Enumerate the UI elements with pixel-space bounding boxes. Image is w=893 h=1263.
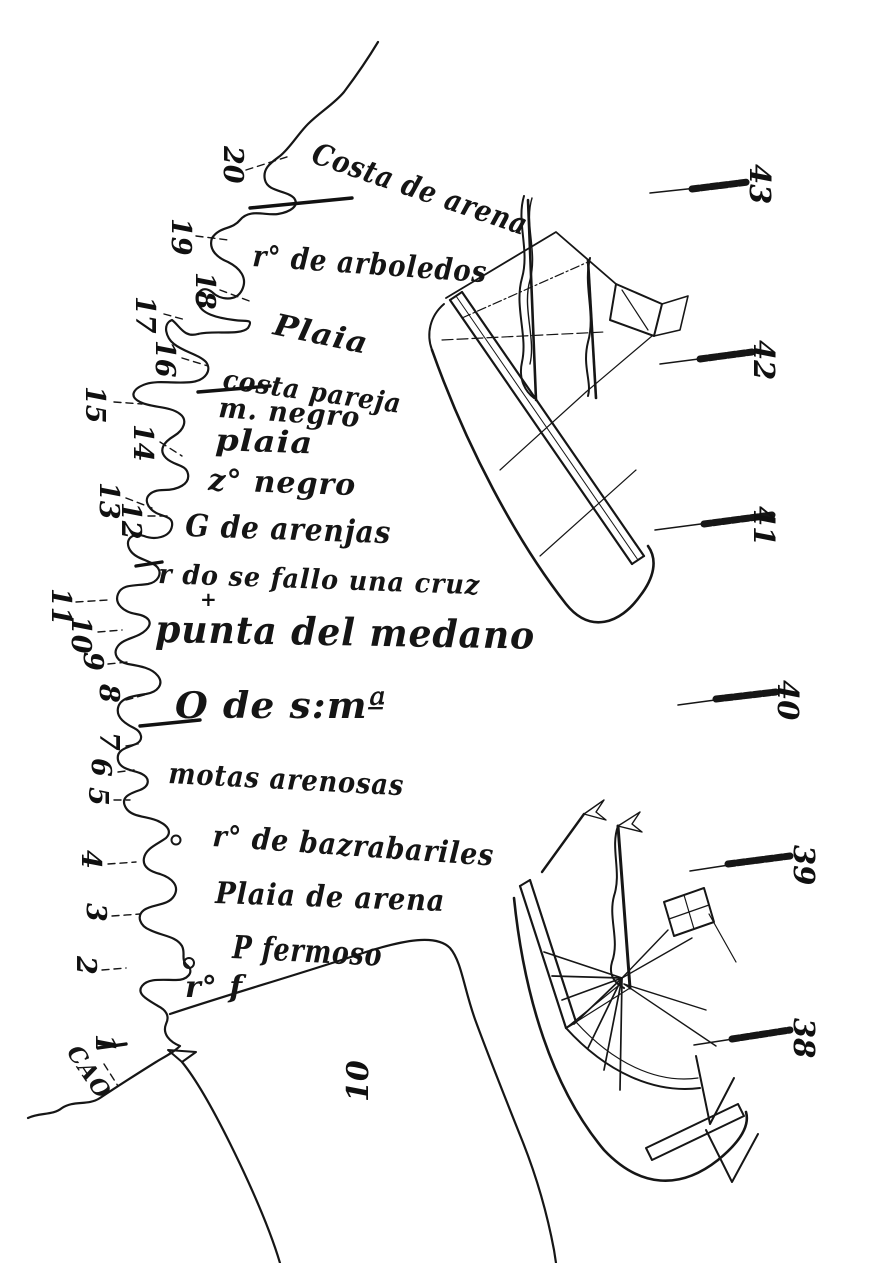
ship-drawing-south (512, 799, 759, 1183)
ship-drawing-north (428, 195, 689, 624)
station-number-7: 7 (93, 732, 124, 751)
station-number-6: 6 (85, 758, 116, 777)
station-number-9: 9 (77, 652, 108, 671)
latitude-tick-42: 42 (659, 340, 781, 380)
latitude-tick-38: 38 (693, 1018, 821, 1058)
station-number-10: 10 (65, 616, 96, 654)
station-numbers: 20 19 18 17 16 15 14 13 12 11 10 9 8 7 6… (45, 145, 248, 1053)
station-number-14: 14 (127, 424, 158, 462)
station-number-1: 1 (89, 1034, 120, 1053)
label-g-de-arenjas: G de arenjas (185, 508, 392, 551)
latitude-value-38: 38 (787, 1018, 821, 1058)
latitude-tick-39: 39 (689, 845, 821, 885)
cape-contour (168, 938, 558, 1263)
station-number-4: 4 (75, 850, 106, 869)
latitude-tick-41: 41 (654, 506, 781, 546)
station-number-5: 5 (82, 787, 113, 806)
station-number-15: 15 (79, 386, 110, 424)
latitude-tick-40: 40 (677, 680, 805, 720)
latitude-value-42: 42 (747, 340, 781, 380)
punta-cross-mark: + (200, 587, 217, 611)
label-plaia-mid: plaia (215, 423, 314, 461)
river-nub-bazrabariles (170, 834, 182, 846)
label-o-de-santa-maria: O de s:mª (175, 685, 387, 727)
station-number-3: 3 (80, 903, 111, 922)
station-number-8: 8 (93, 683, 124, 703)
label-p-fermoso: P fermoso (231, 928, 384, 974)
place-labels: Costa de arena r° de arboledos Plaia cos… (61, 136, 536, 1104)
station-number-18: 18 (189, 272, 220, 310)
label-plaia-de-arena: Plaia de arena (214, 876, 446, 919)
label-rio-de-bazrabariles: r° de bazrabariles (211, 819, 495, 874)
latitude-value-43: 43 (743, 164, 777, 204)
label-motas-arenosas: motas arenosas (168, 756, 405, 802)
station-number-19: 19 (165, 218, 196, 256)
label-rio-f: r° f (185, 970, 247, 1005)
station-number-17: 17 (129, 296, 160, 334)
label-zo-negro: z° negro (207, 463, 357, 503)
latitude-value-41: 41 (747, 506, 781, 546)
landmass-contour (180, 1060, 282, 1263)
station-number-13: 13 (93, 482, 124, 520)
label-costa-de-arena: Costa de arena (307, 136, 532, 243)
latitude-tick-43: 43 (649, 164, 777, 204)
station-number-12: 12 (115, 502, 146, 540)
label-plaia-north: Plaia (269, 307, 371, 361)
river-delta (167, 1049, 197, 1063)
bold-leader-lines (96, 196, 354, 1050)
label-punta-del-medano: punta del medano (155, 606, 536, 658)
inland-number-10: 10 (341, 1060, 376, 1102)
station-number-11: 11 (45, 588, 76, 626)
station-number-20: 20 (217, 145, 248, 184)
latitude-scale: 43 42 41 40 39 38 (649, 164, 821, 1058)
station-number-2: 2 (70, 955, 101, 975)
latitude-value-39: 39 (787, 845, 821, 885)
label-rio-de-arboledos: r° de arboledos (251, 239, 488, 290)
coastline (26, 40, 558, 1263)
river-nub-fermoso (183, 957, 195, 969)
latitude-value-40: 40 (771, 680, 805, 720)
station-number-16: 16 (149, 340, 180, 378)
station-leader-lines (75, 155, 291, 1087)
